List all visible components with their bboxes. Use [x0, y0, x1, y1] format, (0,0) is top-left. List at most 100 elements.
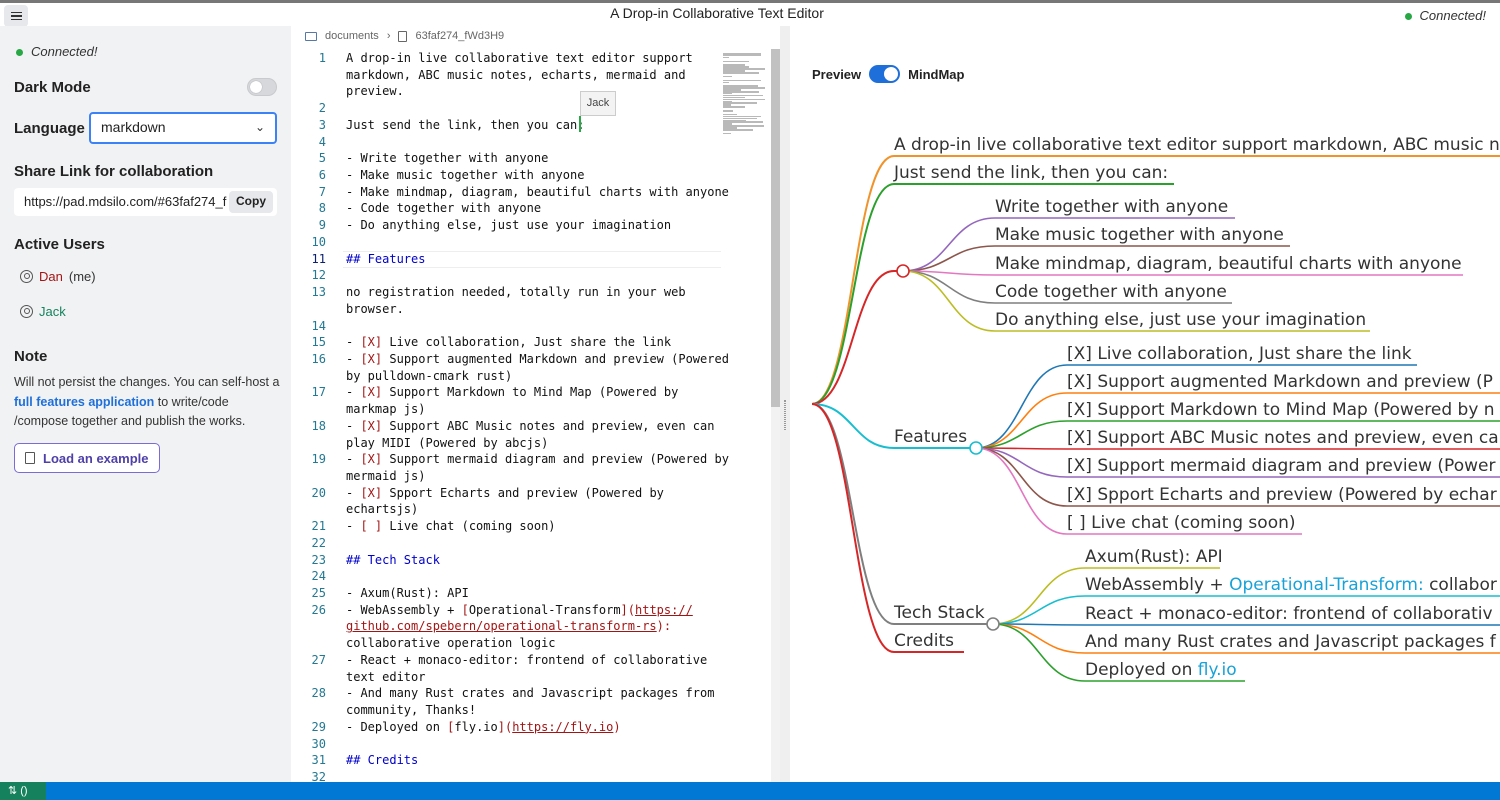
mindmap-branch[interactable] — [811, 403, 895, 653]
code-line[interactable]: - Axum(Rust): API — [346, 586, 469, 601]
minimap-line — [723, 91, 759, 93]
mindmap-node-label[interactable]: [ ] Live chat (coming soon) — [1067, 513, 1296, 533]
mindmap-node-label[interactable]: [X] Spport Echarts and preview (Powered … — [1067, 485, 1497, 505]
line-number: 16 — [311, 351, 326, 366]
mindmap-node-label[interactable]: WebAssembly + Operational-Transform: col… — [1085, 575, 1497, 595]
code-line[interactable]: no registration needed, totally run in y… — [346, 285, 686, 300]
mindmap-canvas[interactable]: A drop-in live collaborative text editor… — [790, 26, 1500, 782]
full-features-link[interactable]: full features application — [14, 394, 155, 409]
mindmap-branch[interactable] — [811, 403, 895, 625]
editor-scrollbar[interactable] — [771, 49, 781, 784]
mindmap-node-label[interactable]: React + monaco-editor: frontend of colla… — [1085, 604, 1493, 624]
code-line[interactable]: - React + monaco-editor: frontend of col… — [346, 652, 708, 667]
code-line[interactable]: - [ ] Live chat (coming soon) — [346, 519, 556, 534]
code-line[interactable]: - Make mindmap, diagram, beautiful chart… — [346, 184, 729, 199]
minimap-line — [723, 106, 746, 108]
mindmap-node-label[interactable]: Just send the link, then you can: — [893, 163, 1168, 183]
mindmap-node-label[interactable]: Deployed on fly.io — [1085, 660, 1237, 680]
code-line[interactable]: browser. — [346, 301, 404, 316]
code-line[interactable]: ## Credits — [346, 753, 419, 768]
mindmap-node-label[interactable]: [X] Support mermaid diagram and preview … — [1067, 456, 1495, 476]
code-line[interactable]: - [X] Support mermaid diagram and previe… — [346, 452, 729, 467]
code-line[interactable]: - Deployed on [fly.io](https://fly.io) — [346, 719, 621, 734]
scrollbar-thumb[interactable] — [771, 49, 781, 407]
mindmap-branch[interactable] — [975, 392, 1068, 449]
mindmap-branch[interactable] — [975, 420, 1068, 449]
code-line[interactable]: community, Thanks! — [346, 703, 477, 718]
code-line[interactable]: markdown, ABC music notes, echarts, merm… — [346, 67, 686, 82]
mindmap-node-label[interactable]: Write together with anyone — [995, 197, 1228, 217]
mindmap-branch[interactable] — [902, 270, 996, 332]
code-line[interactable]: Just send the link, then you can: — [346, 117, 585, 132]
code-line[interactable]: - WebAssembly + [Operational-Transform](… — [346, 602, 693, 617]
language-select[interactable]: markdown ⌄ — [89, 112, 277, 144]
mindmap-branch[interactable] — [902, 245, 996, 272]
load-example-button[interactable]: Load an example — [14, 443, 160, 473]
menu-icon[interactable] — [4, 5, 28, 27]
mindmap-branch[interactable] — [992, 595, 1086, 625]
mindmap-node-circle[interactable] — [969, 441, 983, 455]
mindmap-node-label[interactable]: Do anything else, just use your imaginat… — [995, 310, 1366, 330]
code-line[interactable]: ## Tech Stack — [346, 552, 440, 567]
editor-minimap[interactable] — [721, 49, 771, 784]
mindmap-branch[interactable] — [811, 403, 895, 449]
mindmap-branch[interactable] — [992, 623, 1086, 654]
mindmap-branch[interactable] — [975, 447, 1068, 535]
code-line[interactable]: collaborative operation logic — [346, 636, 556, 651]
code-line[interactable]: github.com/spebern/operational-transform… — [346, 619, 672, 634]
code-line[interactable]: markmap js) — [346, 402, 426, 417]
code-line[interactable]: mermaid js) — [346, 469, 426, 483]
mindmap-branch[interactable] — [902, 217, 996, 272]
copy-button[interactable]: Copy — [229, 191, 273, 213]
mindmap-branch[interactable] — [975, 447, 1068, 478]
code-line[interactable]: - [X] Support augmented Markdown and pre… — [346, 351, 729, 366]
mindmap-node-label[interactable]: [X] Live collaboration, Just share the l… — [1067, 344, 1412, 364]
mindmap-node-label[interactable]: Make mindmap, diagram, beautiful charts … — [995, 254, 1462, 274]
code-line[interactable]: play MIDI (Powered by abcjs) — [346, 435, 549, 450]
mindmap-branch[interactable] — [975, 364, 1068, 449]
remote-indicator-icon[interactable]: ⇅ () — [0, 782, 46, 800]
mindmap-node-label[interactable]: Axum(Rust): API — [1085, 547, 1223, 567]
code-line[interactable]: - Write together with anyone — [346, 151, 549, 166]
code-line[interactable]: echartsjs) — [346, 502, 419, 517]
mindmap-node-circle[interactable] — [896, 264, 910, 278]
preview-mindmap-toggle[interactable] — [869, 65, 901, 83]
code-line[interactable]: - [X] Spport Echarts and preview (Powere… — [346, 485, 664, 500]
code-line[interactable]: by pulldown-cmark rust) — [346, 368, 513, 383]
code-line[interactable]: - [X] Live collaboration, Just share the… — [346, 335, 672, 350]
code-line[interactable]: - Make music together with anyone — [346, 168, 585, 183]
mindmap-node-label[interactable]: Code together with anyone — [995, 282, 1227, 302]
mindmap-branch[interactable] — [975, 447, 1068, 507]
code-line[interactable]: ## Features — [346, 251, 426, 266]
code-line[interactable]: - [X] Support Markdown to Mind Map (Powe… — [346, 385, 679, 400]
mindmap-branch[interactable] — [811, 270, 895, 405]
mindmap-node-label[interactable]: [X] Support augmented Markdown and previ… — [1067, 372, 1493, 392]
mindmap-node-label[interactable]: [X] Support Markdown to Mind Map (Powere… — [1067, 400, 1495, 420]
dark-mode-toggle[interactable] — [247, 78, 277, 96]
mindmap-node-label[interactable]: Features — [894, 427, 967, 447]
code-line[interactable]: - [X] Support ABC Music notes and previe… — [346, 418, 715, 433]
code-line[interactable]: text editor — [346, 669, 426, 684]
code-line[interactable]: A drop-in live collaborative text editor… — [346, 51, 693, 65]
drag-handle-icon[interactable] — [784, 400, 786, 430]
mindmap-branch[interactable] — [992, 623, 1086, 682]
mindmap-node-label[interactable]: Make music together with anyone — [995, 225, 1284, 245]
mindmap-node-label[interactable]: Tech Stack — [893, 603, 985, 623]
mindmap-branch[interactable] — [992, 567, 1086, 625]
minimap-line — [723, 81, 730, 83]
share-link-field[interactable]: https://pad.mdsilo.com/#63faf274_f Copy — [14, 188, 277, 216]
mindmap-node-label[interactable]: Credits — [894, 631, 954, 651]
breadcrumb-file[interactable]: 63faf274_fWd3H9 — [415, 30, 505, 42]
breadcrumb-folder[interactable]: documents — [325, 30, 379, 42]
code-line[interactable]: preview. — [346, 84, 404, 99]
code-line[interactable]: - Do anything else, just use your imagin… — [346, 218, 672, 233]
mindmap-branch[interactable] — [902, 270, 996, 304]
mindmap-node-label[interactable]: A drop-in live collaborative text editor… — [894, 135, 1500, 155]
mindmap-node-circle[interactable] — [986, 617, 1000, 631]
code-line[interactable]: - And many Rust crates and Javascript pa… — [346, 686, 715, 701]
mindmap-node-label[interactable]: And many Rust crates and Javascript pack… — [1085, 632, 1497, 652]
mindmap-node-label[interactable]: [X] Support ABC Music notes and preview,… — [1067, 428, 1499, 448]
mindmap-branch[interactable] — [811, 183, 895, 405]
code-line[interactable]: - Code together with anyone — [346, 201, 542, 216]
